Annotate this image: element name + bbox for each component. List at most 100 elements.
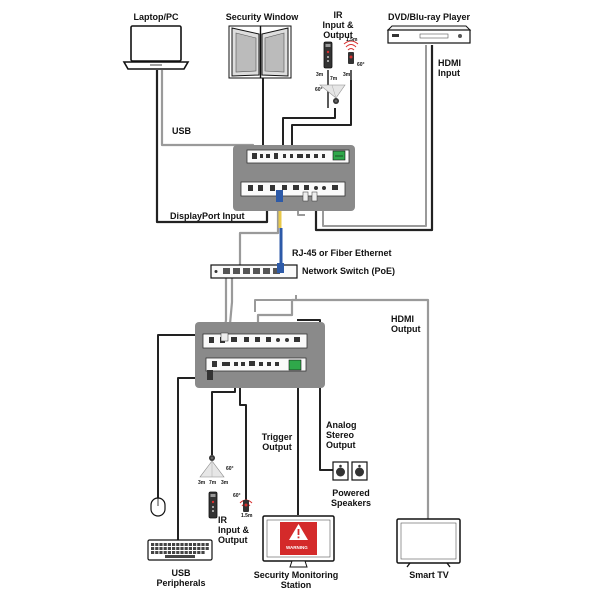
analog-label: Analog Stereo Output	[326, 420, 357, 450]
network-switch-icon	[210, 263, 298, 279]
mouse-icon	[150, 497, 166, 517]
usb-peripheral-cable	[177, 377, 210, 540]
ir-emitter-icon	[343, 40, 359, 64]
keyboard-key	[167, 547, 171, 550]
warning-text: WARNING	[286, 545, 308, 550]
ir-bottom-label: IR Input & Output	[218, 515, 249, 545]
mouse-cable	[157, 334, 197, 500]
keyboard-key	[188, 547, 192, 550]
keyboard-key	[155, 547, 159, 550]
keyboard-key	[163, 547, 167, 550]
keyboard-key	[176, 543, 180, 546]
displayport-label: DisplayPort Input	[170, 211, 245, 221]
keyboard-key	[184, 551, 188, 554]
ir-receiver-icon	[319, 84, 346, 104]
keyboard-key	[167, 543, 171, 546]
ir-top-range: 1.5m	[346, 37, 358, 43]
ir-remote-icon-bottom	[208, 491, 218, 519]
speakers-label: Powered Speakers	[330, 488, 372, 508]
ir-bottom-dist-left: 3m	[198, 480, 206, 486]
keyboard-key	[172, 543, 176, 546]
speaker-icon	[332, 461, 368, 481]
keyboard-key	[159, 551, 163, 554]
keyboard-key	[155, 551, 159, 554]
keyboard-key	[193, 551, 197, 554]
tv-icon	[396, 518, 461, 568]
ir-bottom-angle-left: 60°	[233, 493, 241, 499]
keyboard-key	[163, 543, 167, 546]
keyboard-key	[167, 551, 171, 554]
hdmi-output-cable	[256, 298, 430, 520]
keyboard-key	[197, 551, 201, 554]
ir-top-cable-2	[291, 80, 352, 150]
ir-bottom-dist-right: 3m	[221, 480, 229, 486]
transmitter-icon	[233, 145, 355, 211]
keyboard-key	[172, 551, 176, 554]
keyboard-key	[155, 543, 159, 546]
keyboard-key	[205, 543, 209, 546]
keyboard-key	[188, 551, 192, 554]
keyboard-key	[184, 543, 188, 546]
keyboard-icon	[147, 539, 213, 561]
ir-top-angle-right: 60°	[357, 62, 365, 68]
ir-bottom-dist-mid: 7m	[209, 480, 217, 486]
hdmi-input-cable	[314, 45, 434, 232]
monitor-station-label: Security Monitoring Station	[253, 570, 339, 590]
keyboard-key	[201, 551, 205, 554]
keyboard-key	[180, 547, 184, 550]
keyboard-key	[151, 551, 155, 554]
hdmi-input-cable-2	[322, 45, 427, 227]
keyboard-key	[159, 543, 163, 546]
switch-label: Network Switch (PoE)	[302, 266, 396, 276]
keyboard-key	[193, 547, 197, 550]
laptop-label: Laptop/PC	[133, 12, 179, 22]
ethernet-top-1	[238, 200, 280, 265]
ir-top-angle-left: 60°	[315, 87, 323, 93]
security-window-label: Security Window	[225, 12, 299, 22]
keyboard-key	[197, 547, 201, 550]
ir-top-dist-left: 3m	[316, 72, 324, 78]
keyboard-key	[176, 551, 180, 554]
ir-receiver-icon-bottom	[199, 455, 225, 478]
usb-label: USB	[172, 126, 192, 136]
keyboard-key	[184, 547, 188, 550]
cables	[155, 45, 434, 540]
receiver-icon	[195, 322, 325, 388]
keyboard-spacebar	[165, 555, 195, 558]
ir-emitter-icon-bottom	[239, 499, 253, 512]
keyboard-key	[163, 551, 167, 554]
ir-bottom-cable-1	[211, 382, 236, 455]
usb-peripherals-label: USB Peripherals	[156, 568, 206, 588]
keyboard-key	[159, 547, 163, 550]
ir-top-dist-mid: 7m	[330, 76, 338, 82]
laptop-icon	[122, 25, 190, 70]
bluray-player-icon	[386, 25, 472, 44]
hdmi-input-label: HDMI Input	[438, 58, 461, 78]
ir-remote-icon	[323, 41, 333, 69]
keyboard-key	[193, 543, 197, 546]
keyboard-key	[205, 547, 209, 550]
ir-top-label: IR Input & Output	[322, 10, 354, 40]
keyboard-key	[176, 547, 180, 550]
keyboard-key	[201, 543, 205, 546]
ir-top-dist-right: 3m	[343, 72, 351, 78]
rj45-label: RJ-45 or Fiber Ethernet	[292, 248, 392, 258]
keyboard-key	[197, 543, 201, 546]
warning-icon	[280, 522, 317, 555]
keyboard-key	[180, 543, 184, 546]
trigger-label: Trigger Output	[261, 432, 293, 452]
dvd-label: DVD/Blu-ray Player	[387, 12, 471, 22]
analog-cable	[297, 319, 334, 471]
keyboard-key	[151, 543, 155, 546]
ir-bottom-range: 1.5m	[241, 513, 253, 519]
keyboard-key	[172, 547, 176, 550]
window-icon	[228, 25, 292, 79]
keyboard-key	[201, 547, 205, 550]
ir-bottom-angle-right: 60°	[226, 466, 234, 472]
keyboard-key	[180, 551, 184, 554]
keyboard-key	[188, 543, 192, 546]
ir-top-cable-1	[282, 108, 336, 150]
ir-bottom-cable-2	[239, 382, 247, 500]
